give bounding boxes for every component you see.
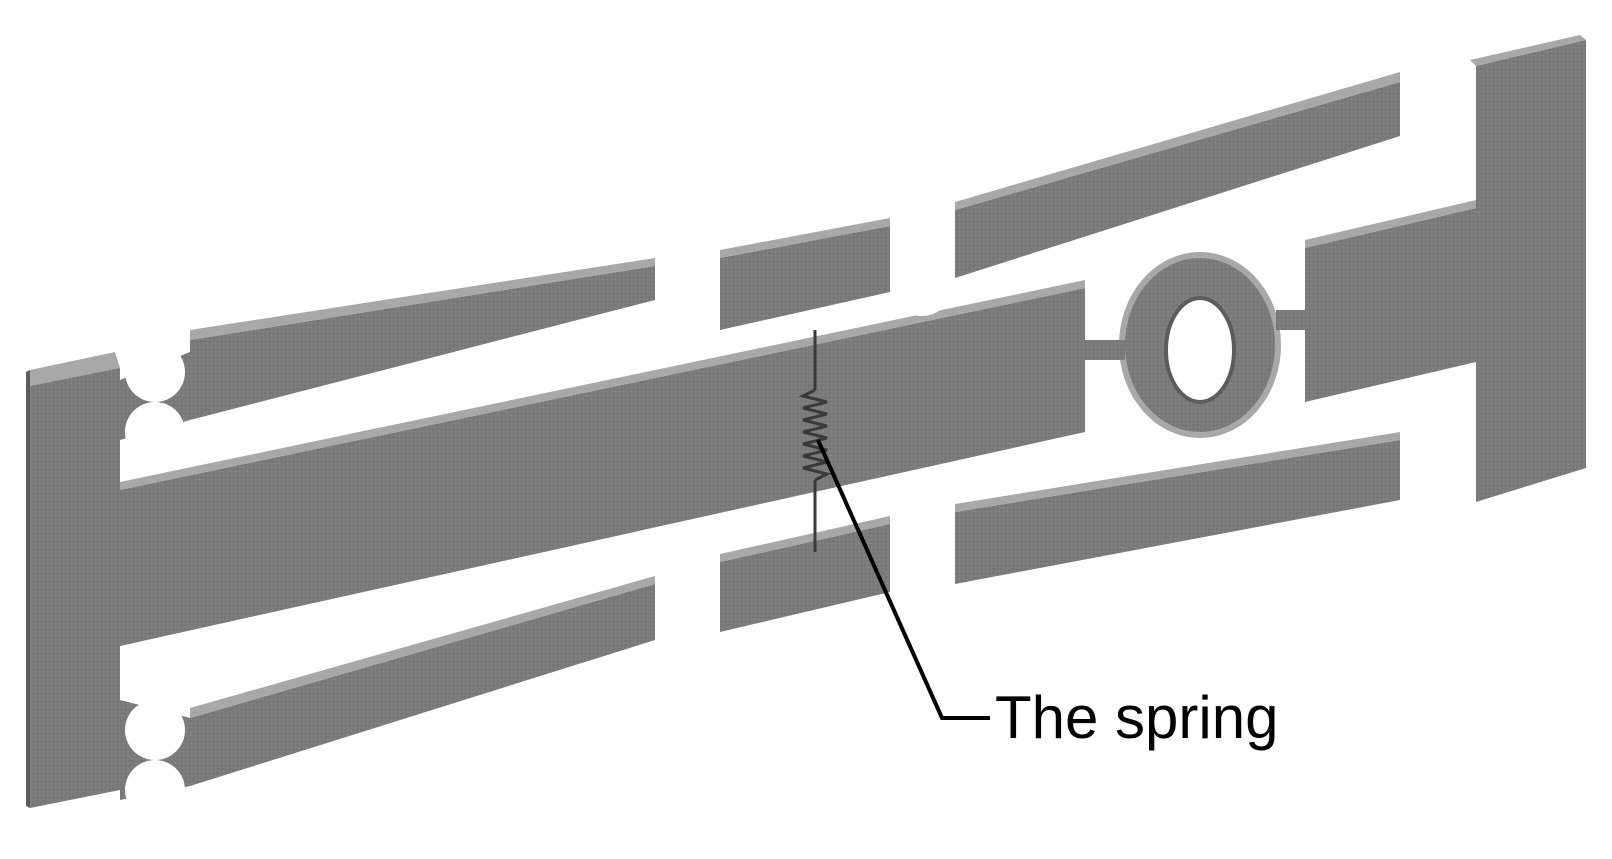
spring bbox=[798, 330, 832, 552]
notch-hinges bbox=[125, 60, 1465, 820]
left-frame bbox=[26, 352, 120, 808]
notch-hinge bbox=[892, 500, 952, 560]
flexure-beam-lower-right bbox=[955, 432, 1400, 584]
notch-hinge bbox=[658, 290, 718, 350]
notch-hinge bbox=[1405, 112, 1465, 172]
notch-hinge bbox=[1405, 60, 1465, 120]
notch-hinge bbox=[892, 558, 952, 618]
notch-hinge bbox=[125, 700, 185, 760]
notch-hinge bbox=[125, 402, 185, 462]
notch-hinge bbox=[1405, 418, 1465, 478]
central-shuttle bbox=[120, 280, 1085, 646]
flexure-beam-lower-middle bbox=[720, 516, 890, 632]
flexure-beam-upper-middle bbox=[720, 218, 890, 330]
notch-hinge bbox=[125, 760, 185, 820]
notch-hinge bbox=[658, 248, 718, 308]
callout-leader-line bbox=[816, 439, 990, 720]
right-frame bbox=[1470, 35, 1586, 502]
notch-hinge bbox=[125, 342, 185, 402]
right-inner-block bbox=[1305, 200, 1476, 402]
oval-link bbox=[1085, 252, 1308, 438]
notch-hinge bbox=[658, 606, 718, 666]
notch-hinge bbox=[892, 198, 952, 258]
spring-callout-label: The spring bbox=[995, 684, 1278, 751]
notch-hinge bbox=[658, 550, 718, 610]
flexure-beam-upper-right bbox=[955, 72, 1400, 278]
notch-hinge bbox=[892, 256, 952, 316]
notch-hinge bbox=[1405, 470, 1465, 530]
